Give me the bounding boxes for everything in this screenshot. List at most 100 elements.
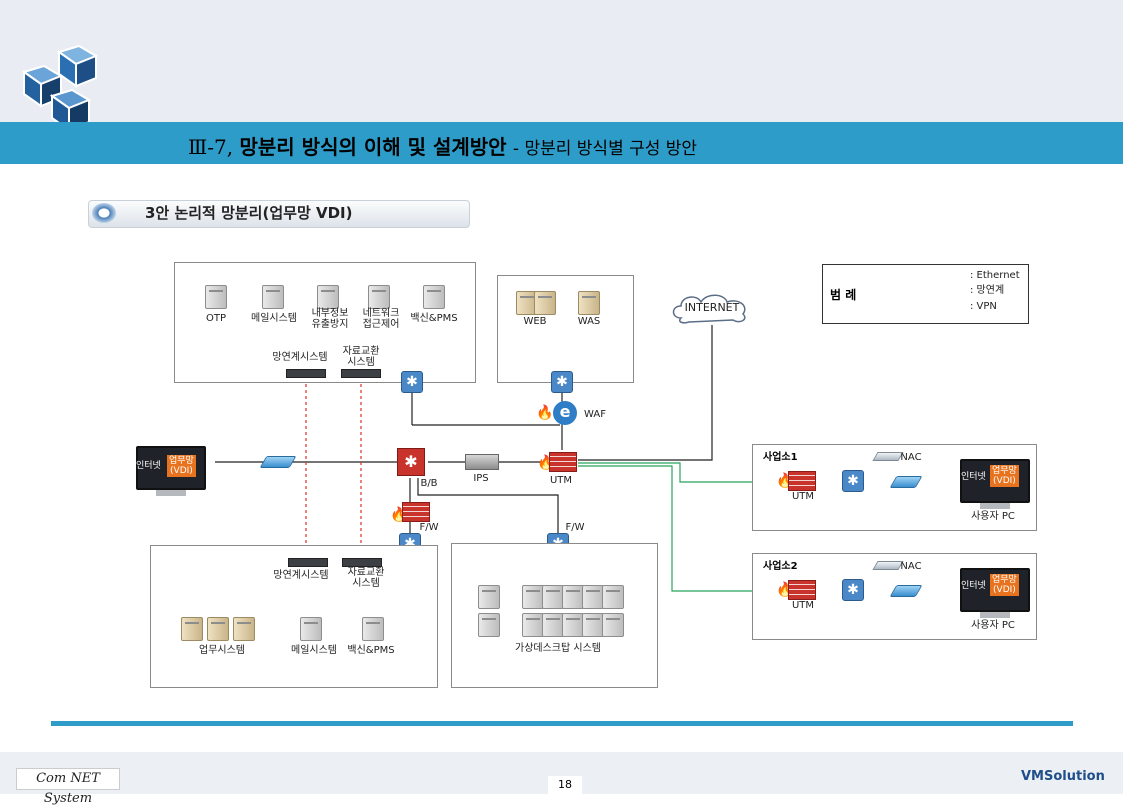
- company-footer-logo: Com NET System: [16, 768, 120, 806]
- vdi-server-icon: [602, 613, 624, 637]
- branch1-nac-label: NAC: [900, 452, 922, 463]
- branch2-vdi-sub: (VDI): [993, 585, 1016, 595]
- branch1-pc-label: 사용자 PC: [971, 511, 1015, 522]
- title-main: 망분리 방식의 이해 및 설계방안: [239, 135, 507, 159]
- section-bullet-icon: [92, 203, 116, 223]
- internet-label: INTERNET: [684, 301, 740, 314]
- vdi-server-icon: [542, 613, 564, 637]
- branch2-monitor-stand: [980, 612, 1010, 618]
- bottom-vaccine-label: 백신&PMS: [347, 645, 395, 656]
- otp-server-icon: [205, 285, 227, 309]
- page-number: 18: [548, 776, 582, 794]
- left-monitor-stand: [156, 490, 186, 496]
- branch2-title: 사업소2: [763, 561, 798, 572]
- section-label-bar: [88, 200, 470, 228]
- bottom-link-rack-icon: [288, 558, 328, 567]
- utm-firewall-icon: [549, 452, 577, 472]
- backbone-switch-icon: ✱: [397, 448, 425, 476]
- section-title: 3안 논리적 망분리(업무망 VDI): [145, 204, 353, 222]
- ips-device-icon: [465, 454, 499, 470]
- title-sub: - 망분리 방식별 구성 방안: [512, 139, 698, 159]
- nac-system-label: 네트워크 접근제어: [362, 308, 400, 330]
- work-system-label: 업무시스템: [199, 645, 245, 656]
- bottom-exchange-rack-icon: [342, 558, 382, 567]
- branch2-vdi-label: 업무망: [992, 575, 1017, 585]
- work-server-icon-1: [181, 617, 203, 641]
- business-network-box: [150, 545, 438, 688]
- legend-ethernet: : Ethernet: [970, 270, 1020, 281]
- branch1-utm-icon: [788, 471, 816, 491]
- backbone-label: B/B: [420, 478, 438, 489]
- branch1-monitor-stand: [980, 503, 1010, 509]
- nac-server-icon: [368, 285, 390, 309]
- branch1-switch-icon: ✱: [842, 470, 864, 492]
- bottom-mail-server-icon: [300, 617, 322, 641]
- vdi-server-icon: [602, 585, 624, 609]
- work-server-icon-2: [207, 617, 229, 641]
- bottom-exchange-label: 자료교환 시스템: [347, 567, 385, 589]
- data-exchange-label: 자료교환 시스템: [342, 346, 380, 368]
- header-background: [0, 0, 1123, 122]
- mail-server-icon: [262, 285, 284, 309]
- waf-icon: e: [553, 401, 577, 425]
- vdi-server-icon: [562, 613, 584, 637]
- legend-link: : 망연계: [970, 285, 1005, 296]
- dlp-server-icon: [317, 285, 339, 309]
- branch2-utm-icon: [788, 580, 816, 600]
- left-pc-vdi-sub: (VDI): [170, 466, 193, 476]
- branch1-vdi-sub: (VDI): [993, 476, 1016, 486]
- branch1-vdi-badge: 업무망 (VDI): [990, 465, 1019, 487]
- title-roman: Ⅲ-7,: [188, 135, 234, 159]
- fw-right-label: F/W: [565, 522, 585, 533]
- vdi-server-icon: [478, 585, 500, 609]
- footer-divider: [51, 721, 1073, 726]
- branch2-switch-icon: ✱: [842, 579, 864, 601]
- internal-system-box: [174, 262, 476, 383]
- vdi-server-icon: [582, 585, 604, 609]
- legend-box: [822, 264, 1029, 324]
- vaccine-pms-label: 백신&PMS: [410, 313, 458, 324]
- title-bar: [0, 122, 1123, 164]
- link-system-rack-icon: [286, 369, 326, 378]
- waf-label: WAF: [584, 409, 606, 420]
- fw-left-firewall-icon: [402, 502, 430, 522]
- branch2-utm-label: UTM: [791, 600, 815, 611]
- bottom-vaccine-server-icon: [362, 617, 384, 641]
- work-server-icon-3: [233, 617, 255, 641]
- bottom-mail-label: 메일시스템: [291, 645, 337, 656]
- branch2-internet-label: 인터넷: [961, 581, 986, 591]
- vaccine-server-icon: [423, 285, 445, 309]
- vdi-system-label: 가상데스크탑 시스템: [515, 643, 601, 654]
- dlp-label: 내부정보 유출방지: [311, 308, 349, 330]
- branch1-title: 사업소1: [763, 452, 798, 463]
- vdi-server-icon: [522, 585, 544, 609]
- dmz-switch-icon: ✱: [551, 371, 573, 393]
- data-exchange-rack-icon: [341, 369, 381, 378]
- otp-label: OTP: [205, 313, 226, 324]
- branch2-vdi-badge: 업무망 (VDI): [990, 574, 1019, 596]
- utm-label: UTM: [549, 475, 573, 486]
- vdi-server-cluster: [478, 585, 638, 641]
- branch1-utm-label: UTM: [791, 491, 815, 502]
- internal-switch-icon: ✱: [401, 371, 423, 393]
- fw-left-label: F/W: [419, 522, 439, 533]
- brand-logo: VMSolution: [1021, 769, 1105, 784]
- web-label: WEB: [523, 316, 547, 327]
- branch1-vdi-label: 업무망: [992, 466, 1017, 476]
- branch1-internet-label: 인터넷: [961, 472, 986, 482]
- web-server-icon-2: [534, 291, 556, 315]
- page-title: Ⅲ-7, 망분리 방식의 이해 및 설계방안 - 망분리 방식별 구성 방안: [188, 131, 697, 160]
- ips-label: IPS: [473, 473, 489, 484]
- vdi-server-icon: [522, 613, 544, 637]
- legend-vpn: : VPN: [970, 301, 997, 312]
- legend-title: 범 례: [830, 288, 857, 302]
- was-label: WAS: [577, 316, 601, 327]
- waf-flame-icon: 🔥: [536, 405, 554, 421]
- vdi-server-icon: [542, 585, 564, 609]
- was-server-icon: [578, 291, 600, 315]
- mail-system-label: 메일시스템: [251, 313, 297, 324]
- left-pc-vdi-label: 업무망: [169, 456, 194, 466]
- bottom-link-system-label: 망연계시스템: [273, 570, 329, 581]
- vdi-server-icon: [478, 613, 500, 637]
- internet-cloud-icon: [672, 294, 746, 324]
